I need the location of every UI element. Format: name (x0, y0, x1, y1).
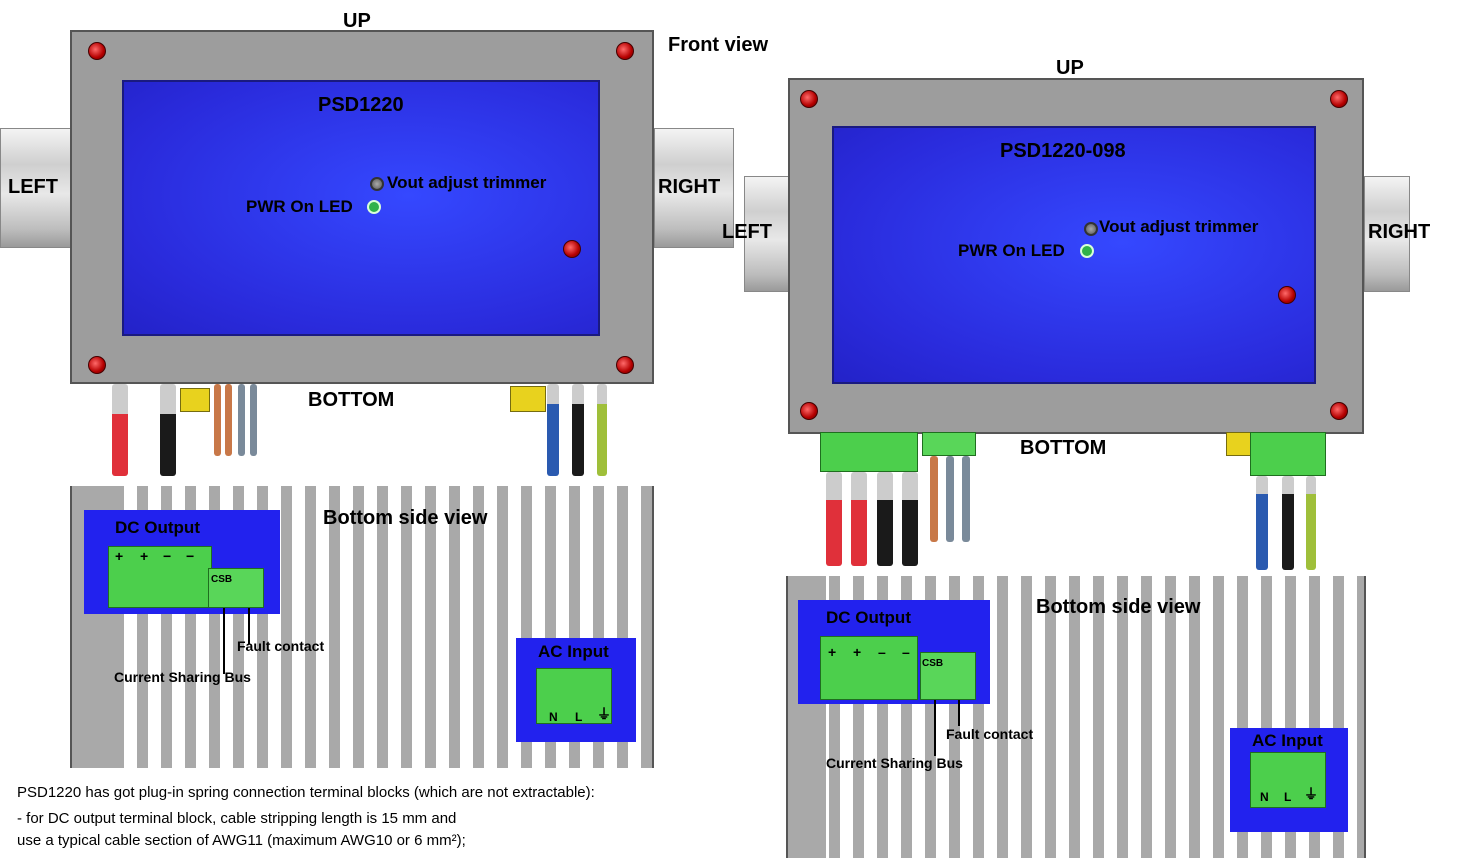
right-wire-black-1 (877, 472, 893, 566)
right-trimmer-label: Vout adjust trimmer (1099, 217, 1259, 236)
right-dc-terminal-block (820, 636, 918, 700)
right-wire-black-ac (1282, 476, 1294, 570)
right-dc-minus-1: – (878, 644, 886, 660)
right-wire-grey-2 (962, 456, 970, 542)
left-up-label: UP (343, 10, 371, 32)
left-current-sharing-label: Current Sharing Bus (114, 669, 251, 685)
right-left-label: LEFT (722, 221, 772, 243)
left-front-panel (122, 80, 600, 336)
right-led-label: PWR On LED (958, 241, 1065, 260)
left-right-label: RIGHT (658, 176, 721, 198)
right-csb-terminal-block (920, 652, 976, 700)
left-wire-red (112, 384, 128, 476)
left-fault-arrow (248, 608, 250, 644)
left-dc-output-label: DC Output (115, 518, 200, 537)
left-wire-black-ac (572, 384, 584, 476)
right-model-label: PSD1220-098 (1000, 140, 1126, 162)
right-csb-arrow (934, 700, 936, 756)
right-bottom-view-label: Bottom side view (1036, 596, 1201, 618)
left-left-label: LEFT (8, 176, 58, 198)
right-up-label: UP (1056, 57, 1084, 79)
left-ac-terminal-block (536, 668, 612, 724)
right-din-rail-left (744, 176, 792, 292)
right-din-rail-right (1364, 176, 1410, 292)
right-trimmer-icon (1084, 222, 1098, 236)
left-dc-plus-2: + (140, 548, 149, 564)
left-wire-yellow-green (597, 384, 607, 476)
right-wire-grey-1 (946, 456, 954, 542)
note-line-3: use a typical cable section of AWG11 (ma… (17, 832, 466, 849)
left-trimmer-label: Vout adjust trimmer (387, 173, 547, 192)
right-csb-label: CSB (922, 658, 944, 669)
right-csb-plug (922, 432, 976, 456)
right-right-label: RIGHT (1368, 221, 1431, 243)
left-ac-n-label: N (549, 710, 558, 724)
left-wire-brown-1 (214, 384, 221, 456)
right-yellow-bracket (1226, 432, 1254, 456)
left-csb-label: CSB (211, 574, 233, 585)
left-ac-ground-icon: ⏚ (597, 706, 611, 722)
right-ac-plug (1250, 432, 1326, 476)
right-ac-n-label: N (1260, 790, 1269, 804)
left-screw-bl (88, 356, 106, 374)
right-ac-ground-icon: ⏚ (1304, 786, 1318, 802)
note-line-1: PSD1220 has got plug-in spring connectio… (17, 784, 595, 801)
right-ac-terminal-block (1250, 752, 1326, 808)
right-screw-bl (800, 402, 818, 420)
left-ac-l-label: L (575, 710, 583, 724)
left-bottom-view-label: Bottom side view (323, 507, 488, 529)
right-bottom-label: BOTTOM (1020, 437, 1107, 459)
left-dc-terminal-block (108, 546, 212, 608)
right-ac-input-label: AC Input (1252, 731, 1323, 750)
front-view-label: Front view (668, 34, 769, 56)
left-yellow-bracket-2 (510, 386, 546, 412)
left-led-icon (367, 200, 381, 214)
right-dc-plus-2: + (853, 644, 862, 660)
right-ac-l-label: L (1284, 790, 1292, 804)
left-dc-minus-2: − (186, 548, 195, 564)
left-screw-tl (88, 42, 106, 60)
left-wire-grey-1 (238, 384, 245, 456)
left-csb-terminal-block (208, 568, 264, 608)
left-wire-grey-2 (250, 384, 257, 456)
left-screw-tr (616, 42, 634, 60)
right-wire-yellow-green (1306, 476, 1316, 570)
right-panel-screw (1278, 286, 1296, 304)
right-fault-arrow (958, 700, 960, 726)
right-led-icon (1080, 244, 1094, 258)
right-wire-red-1 (826, 472, 842, 566)
left-trimmer-icon (370, 177, 384, 191)
right-dc-plug (820, 432, 918, 472)
left-yellow-bracket-1 (180, 388, 210, 412)
note-line-2: - for DC output terminal block, cable st… (17, 810, 457, 827)
left-wire-brown-2 (225, 384, 232, 456)
right-fault-contact-label: Fault contact (946, 726, 1034, 742)
right-current-sharing-label: Current Sharing Bus (826, 755, 963, 771)
left-bottom-label: BOTTOM (308, 389, 395, 411)
left-screw-br (616, 356, 634, 374)
right-screw-tr (1330, 90, 1348, 108)
left-wire-black (160, 384, 176, 476)
left-fault-contact-label: Fault contact (237, 638, 325, 654)
left-model-label: PSD1220 (318, 94, 404, 116)
left-wire-blue (547, 384, 559, 476)
right-screw-br (1330, 402, 1348, 420)
right-front-panel (832, 126, 1316, 384)
right-dc-minus-2: – (902, 644, 910, 660)
right-dc-plus-1: + (828, 644, 837, 660)
left-csb-arrow (223, 608, 225, 674)
right-screw-tl (800, 90, 818, 108)
right-wire-black-2 (902, 472, 918, 566)
right-dc-output-label: DC Output (826, 608, 911, 627)
right-wire-red-2 (851, 472, 867, 566)
left-panel-screw (563, 240, 581, 258)
left-dc-plus-1: + (115, 548, 124, 564)
left-led-label: PWR On LED (246, 197, 353, 216)
left-dc-minus-1: − (163, 548, 172, 564)
right-wire-brown (930, 456, 938, 542)
left-din-rail-right (654, 128, 734, 248)
right-wire-blue (1256, 476, 1268, 570)
left-ac-input-label: AC Input (538, 642, 609, 661)
